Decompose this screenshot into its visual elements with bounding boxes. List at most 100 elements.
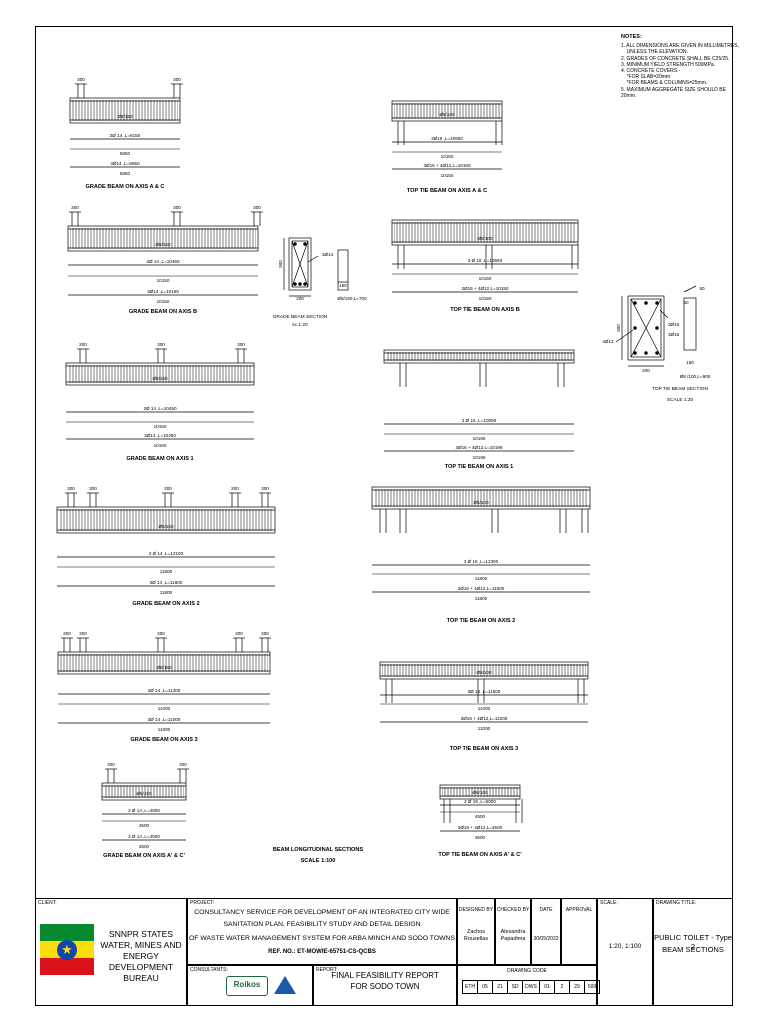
beam-body [371,486,591,510]
beam-body [383,349,575,364]
top-bar-spec: 3 Ø 16 ,L=12300 [464,559,499,564]
consultants-cell: CONSULTANTS: Roikos [187,965,313,1006]
section-height-label: 300 [616,324,621,332]
top-bar-spec: 3Ø16 ,L=10650 [431,136,463,141]
stirrup-spacing-label: Ø8/100 [439,112,455,117]
tie-beam-section [615,285,697,367]
stirrup-hatch [386,352,572,361]
stirrup-spacing-label: Ø8/150 [136,791,152,796]
stirrup-spacing-label: Ø8/150 [156,665,172,670]
client-label: CLIENT: [38,900,57,906]
report-label: REPORT: [316,967,338,973]
stirrup-hatch [394,222,576,243]
beam-title: GRADE BEAM ON AXIS A & C [86,184,165,190]
beam-length-label: 10150 [479,276,492,281]
grade-beam-section [283,237,349,297]
beam-elevation-grade-2 [56,492,276,587]
column-width-label: 300 [79,342,87,347]
drawing-title-label: DRAWING TITLE: [656,900,697,906]
reference-number: REF. NO.: ET-MOWIE-65751-CS-QCBS [268,949,376,955]
report-line-1: FINAL FEASIBILITY REPORT [331,971,439,980]
partner-logo-icon [274,976,296,994]
column-width-label: 300 [164,486,172,491]
beam-length-label: 11800 [160,569,173,574]
beam-elevation-tie-ac [391,100,503,170]
bottom-bar-spec: 3Ø 14 ,L=11800 [150,580,183,585]
top-bar-spec: 2 Ø 16 ,L=5000 [464,799,496,804]
section-scale: SCALE 1:20 [667,397,694,403]
top-bar-spec: 3Ø 16 ,L=11500 [468,689,501,694]
stirrup-hatch [72,100,178,121]
client-name: SNNPR STATES WATER, MINES AND ENERGY DEV… [100,929,182,983]
note-item: 5. MAXIMUM AGGREGATE SIZE SHOULD BE 20mm… [621,86,728,99]
project-label: PROJECT: [190,900,215,906]
stirrup-spacing-label: Ø8/150 [152,376,168,381]
stirrup-spacing-label: Ø8/150 [158,524,174,529]
beam-body [65,362,255,386]
note-item: 1. ALL DIMENSIONS ARE GIVEN IN MILLIMETR… [621,43,739,56]
beam-elevation-tie-3 [379,661,589,723]
beam-length-label: 4500 [139,844,150,849]
beam-elevation-tie-a1 [439,784,523,832]
beam-body [439,784,521,800]
column-width-label: 300 [77,77,85,82]
stirrup-spacing-label: Ø8/150 [117,114,133,119]
beam-length-label: 10196 [473,455,486,460]
project-line-3: OF WASTE WATER MANAGEMENT SYSTEM FOR ARB… [189,935,455,942]
beam-elevation-grade-3 [57,637,271,724]
column-width-label: 300 [179,762,187,767]
beam-elevation-tie-1 [383,349,575,452]
stirrup-spacing-label: Ø8/150 [155,242,171,247]
beam-length-label: 4500 [139,823,150,828]
approval-label: APPROVAL [565,907,593,913]
beam-title: TOP TIE BEAM ON AXIS B [450,307,520,313]
bottom-bar-spec: 3Ø14 ,L=10450 [144,433,176,438]
column-width-label: 300 [79,631,87,636]
top-bar-spec: 3 Ø 16 ,L=10650 [468,258,503,263]
code-box: 05 [478,980,493,994]
top-bar-spec: 2 Ø 14 ,L=12100 [149,551,184,556]
section-width-label: 200 [296,296,304,301]
beam-body [391,100,503,122]
stirrup-spacing-label: Ø8/100 [476,670,492,675]
stirrup-hatch [70,228,256,249]
beam-length-label: 10150 [154,443,167,448]
top-bar-spec: 2Ø 14 ,L=10450 [143,406,177,411]
beam-length-label: 10150 [441,154,454,159]
bottom-bar-spec: 3Ø16 + 4Ø12,L=10150 [462,286,509,291]
code-box: DWS [523,980,540,994]
general-notes: NOTES: 1. ALL DIMENSIONS ARE GIVEN IN MI… [621,34,739,99]
beam-length-label: 10150 [441,173,454,178]
column-width-label: 300 [107,762,115,767]
beam-body [101,782,187,801]
beam-length-label: 11800 [475,576,488,581]
date-value: 30/05/2022 [533,936,559,942]
bottom-bar-spec: 3Ø14 ,L=10150 [147,289,179,294]
section-title: GRADE BEAM SECTION [273,314,328,320]
column-width-label: 300 [71,205,79,210]
column-width-label: 300 [231,486,239,491]
date-label: DATE [539,907,553,913]
column-width-label: 300 [235,631,243,636]
project-line-1: CONSULTANCY SERVICE FOR DEVELOPMENT OF A… [194,909,450,916]
scale-cell: SCALE: 1:20, 1:100 [597,898,653,1006]
star-emblem-icon: ★ [57,940,77,960]
beam-title: TOP TIE BEAM ON AXIS 3 [450,746,519,752]
beam-body [69,97,181,124]
drawing-title-line-1: PUBLIC TOILET - Type 2 [654,933,732,951]
top-bar-spec: 2Ø 14 ,L=11300 [148,688,181,693]
title-block: CLIENT: ★ SNNPR STATES WATER, MINES AND … [35,898,733,1006]
column-width-label: 300 [157,631,165,636]
beam-length-label: 10196 [473,436,486,441]
report-cell: REPORT: FINAL FEASIBILITY REPORT FOR SOD… [313,965,457,1006]
code-box: 2 [555,980,570,994]
designed-by-label: DESIGNED BY [458,907,494,913]
beam-length-label: 11800 [475,596,488,601]
section-bar-label: 3Ø14 [322,252,334,257]
stirrup-hatch [382,664,586,677]
bottom-bar-spec: 3Ø16 + 4Ø12,L=11000 [461,716,508,721]
project-cell: PROJECT: CONSULTANCY SERVICE FOR DEVELOP… [187,898,457,965]
roikos-logo-text: Roikos [233,980,261,989]
designed-by-value: Zachos Rousellas [463,929,489,942]
